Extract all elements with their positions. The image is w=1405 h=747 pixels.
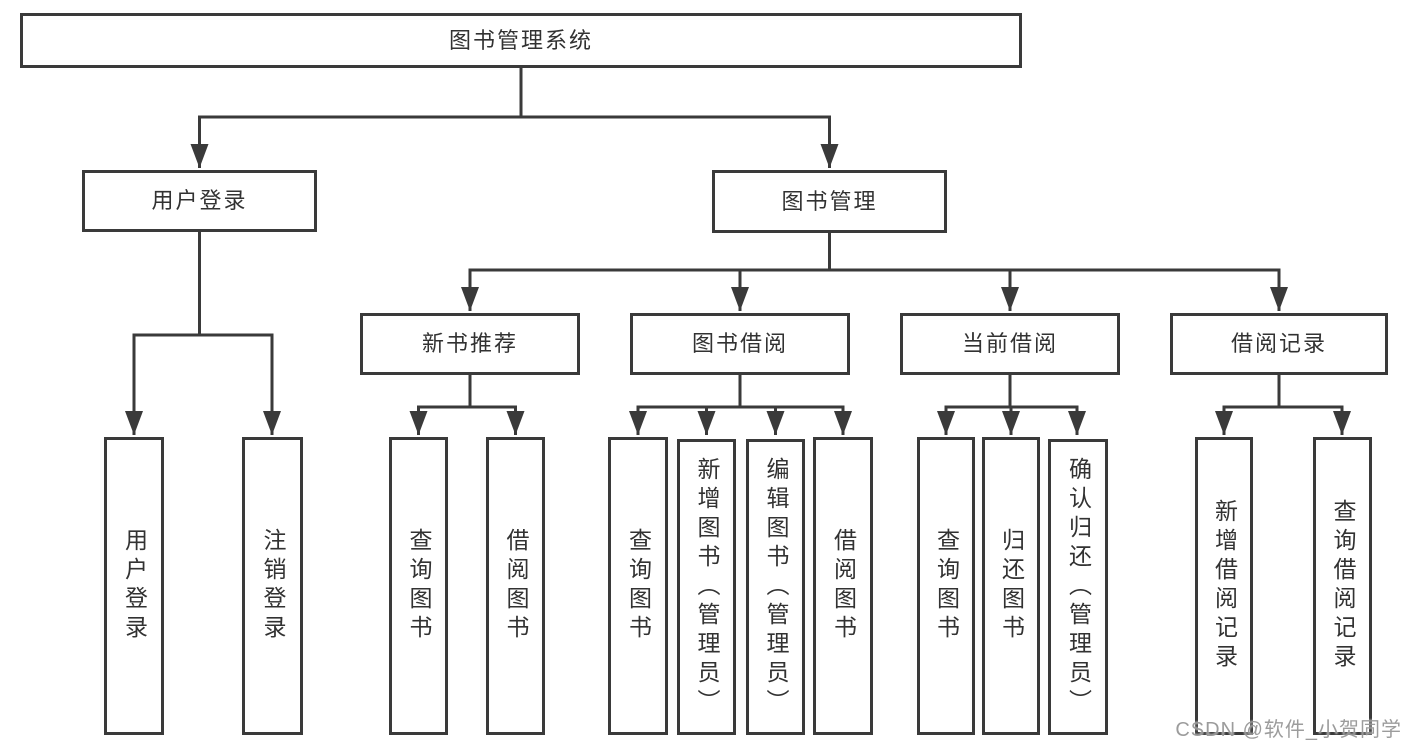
node-label: 归还图书 xyxy=(998,528,1025,644)
node-label: 图书借阅 xyxy=(691,331,788,356)
leaf-user-login: 用户登录 xyxy=(104,437,164,735)
watermark: CSDN @软件_小贺同学 xyxy=(1175,719,1402,741)
node-label: 新书推荐 xyxy=(421,331,518,356)
leaf-return-books: 归还图书 xyxy=(982,437,1040,735)
leaf-add-borrow-record: 新增借阅记录 xyxy=(1195,437,1253,735)
node-label: 用户登录 xyxy=(151,188,248,213)
leaf-query-books-recommend: 查询图书 xyxy=(389,437,448,735)
node-user-login: 用户登录 xyxy=(82,170,317,232)
node-label: 查询图书 xyxy=(406,528,432,644)
leaf-borrow-books-borrow: 借阅图书 xyxy=(813,437,873,735)
node-label: 图书管理 xyxy=(781,188,878,214)
node-label: 新增借阅记录 xyxy=(1211,499,1238,673)
node-label: 图书管理系统 xyxy=(448,27,593,53)
node-label: 查询图书 xyxy=(933,528,960,644)
leaf-add-book-admin: 新增图书（管理员） xyxy=(677,439,736,735)
node-label: 当前借阅 xyxy=(961,331,1058,356)
node-label: 查询借阅记录 xyxy=(1330,499,1356,673)
node-label: 新增图书（管理员） xyxy=(694,456,720,718)
node-label: 用户登录 xyxy=(121,528,148,644)
node-label: 确认归还（管理员） xyxy=(1065,456,1092,718)
leaf-query-borrow-record: 查询借阅记录 xyxy=(1313,437,1372,735)
node-new-book-recommend: 新书推荐 xyxy=(360,313,580,375)
node-label: 编辑图书（管理员） xyxy=(763,456,789,718)
node-current-borrow: 当前借阅 xyxy=(900,313,1120,375)
node-label: 借阅图书 xyxy=(830,528,857,644)
node-book-management: 图书管理 xyxy=(712,170,947,233)
leaf-borrow-books-recommend: 借阅图书 xyxy=(486,437,545,735)
leaf-query-books-borrow: 查询图书 xyxy=(608,437,668,735)
node-borrow-records: 借阅记录 xyxy=(1170,313,1388,375)
leaf-edit-book-admin: 编辑图书（管理员） xyxy=(746,439,805,735)
node-book-borrow: 图书借阅 xyxy=(630,313,850,375)
node-root: 图书管理系统 xyxy=(20,13,1022,68)
node-label: 注销登录 xyxy=(260,528,286,644)
leaf-query-books-current: 查询图书 xyxy=(917,437,975,735)
leaf-logout: 注销登录 xyxy=(242,437,303,735)
node-label: 借阅图书 xyxy=(503,528,529,644)
leaf-confirm-return-admin: 确认归还（管理员） xyxy=(1048,439,1108,735)
node-label: 查询图书 xyxy=(625,528,652,644)
node-label: 借阅记录 xyxy=(1230,331,1327,356)
